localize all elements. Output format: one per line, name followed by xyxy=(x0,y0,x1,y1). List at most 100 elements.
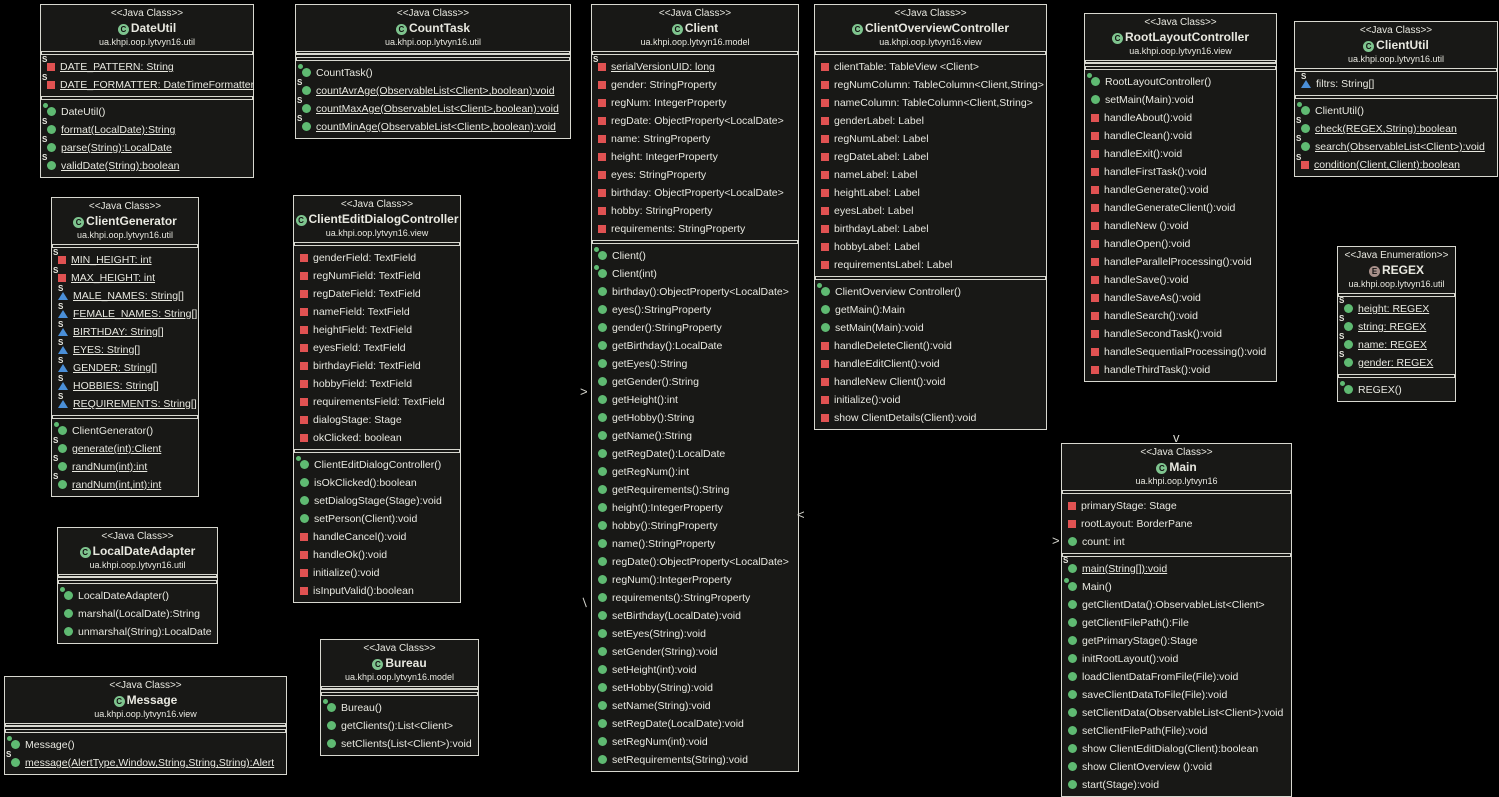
fields-section xyxy=(5,726,286,729)
member-text: nameField: TextField xyxy=(313,306,410,318)
public-member-icon xyxy=(54,422,67,435)
member-text: handleClean():void xyxy=(1104,130,1193,142)
member-row: nameField: TextField xyxy=(294,303,460,321)
public-member-icon xyxy=(817,283,830,296)
private-member-icon: S xyxy=(42,74,55,89)
package-member-icon: S xyxy=(58,303,68,318)
public-member-icon xyxy=(598,521,607,530)
class-name-text: Main xyxy=(1169,460,1197,474)
private-member-icon xyxy=(300,344,308,352)
member-text: name: StringProperty xyxy=(611,133,711,145)
member-text: start(Stage):void xyxy=(1082,779,1160,791)
member-row: isInputValid():boolean xyxy=(294,582,460,600)
member-text: regDateLabel: Label xyxy=(834,151,929,163)
member-row: height: IntegerProperty xyxy=(592,148,798,166)
member-text: ClientEditDialogController() xyxy=(314,459,442,471)
member-row: handleThirdTask():void xyxy=(1085,361,1276,379)
private-member-icon: S xyxy=(53,267,66,282)
private-member-icon xyxy=(300,290,308,298)
member-text: show ClientDetails(Client):void xyxy=(834,412,977,424)
member-text: requirementsLabel: Label xyxy=(834,259,953,271)
private-member-icon xyxy=(1091,222,1099,230)
member-text: name():StringProperty xyxy=(612,538,716,550)
public-member-icon xyxy=(1068,636,1077,645)
class-icon: C xyxy=(1112,33,1123,44)
private-member-icon xyxy=(821,171,829,179)
stereotype-label: <<Java Class>> xyxy=(894,8,967,19)
constructor-modifier-icon xyxy=(817,283,822,288)
stereotype-label: <<Java Class>> xyxy=(340,199,414,210)
member-row: birthdayLabel: Label xyxy=(815,220,1046,238)
member-row: marshal(LocalDate):String xyxy=(58,605,217,623)
member-text: genderField: TextField xyxy=(313,252,417,264)
package-member-icon: S xyxy=(1301,73,1311,88)
static-modifier-icon: S xyxy=(1339,332,1345,341)
public-member-icon: S xyxy=(1296,135,1310,151)
member-row: getName():String xyxy=(592,427,798,445)
stereotype-label: <<Java Class>> xyxy=(363,643,436,654)
class-name-text: ClientEditDialogController xyxy=(308,212,459,226)
member-row: handleSecondTask():void xyxy=(1085,325,1276,343)
member-text: setName(String):void xyxy=(612,700,711,712)
member-row: handleClean():void xyxy=(1085,127,1276,145)
private-member-icon xyxy=(300,362,308,370)
stereotype-label: <<Java Class>> xyxy=(396,8,470,19)
class-name-text: RootLayoutController xyxy=(1125,30,1249,44)
member-row: heightLabel: Label xyxy=(815,184,1046,202)
enum-icon: E xyxy=(1368,266,1380,277)
private-member-icon xyxy=(1091,258,1099,266)
member-text: setMain(Main):void xyxy=(1105,94,1194,106)
member-row: regDate: ObjectProperty<LocalDate> xyxy=(592,112,798,130)
public-member-icon xyxy=(1087,73,1100,86)
member-row: initialize():void xyxy=(294,564,460,582)
class-icon: C xyxy=(671,24,683,35)
private-member-icon: S xyxy=(1296,154,1309,169)
public-member-icon xyxy=(821,305,830,314)
member-text: REQUIREMENTS: String[] xyxy=(73,398,197,410)
member-text: eyes: StringProperty xyxy=(611,169,707,181)
public-member-icon xyxy=(598,395,607,404)
public-member-icon xyxy=(1068,708,1077,717)
member-row: getEyes():String xyxy=(592,355,798,373)
member-row: rootLayout: BorderPane xyxy=(1062,515,1291,533)
public-member-icon xyxy=(1068,744,1077,753)
member-row: setClientData(ObservableList<Client>):vo… xyxy=(1062,704,1291,722)
member-text: unmarshal(String):LocalDate xyxy=(78,626,212,638)
member-text: regNum():IntegerProperty xyxy=(612,574,732,586)
package-member-icon: S xyxy=(58,393,68,408)
member-row: regDateField: TextField xyxy=(294,285,460,303)
member-text: serialVersionUID: long xyxy=(611,61,715,73)
member-text: getRegDate():LocalDate xyxy=(612,448,726,460)
public-member-icon xyxy=(598,719,607,728)
member-row: name: StringProperty xyxy=(592,130,798,148)
private-member-icon xyxy=(598,99,606,107)
member-row: saveClientDataToFile(File):void xyxy=(1062,686,1291,704)
public-member-icon xyxy=(598,737,607,746)
member-text: setHeight(int):void xyxy=(612,664,697,676)
member-text: countMaxAge(ObservableList<Client>,boole… xyxy=(316,103,559,115)
member-row: handleNew ():void xyxy=(1085,217,1276,235)
public-member-icon xyxy=(64,609,73,618)
class-icon: C xyxy=(851,24,863,35)
member-text: randNum(int):int xyxy=(72,461,148,473)
member-text: getName():String xyxy=(612,430,692,442)
private-member-icon xyxy=(821,99,829,107)
